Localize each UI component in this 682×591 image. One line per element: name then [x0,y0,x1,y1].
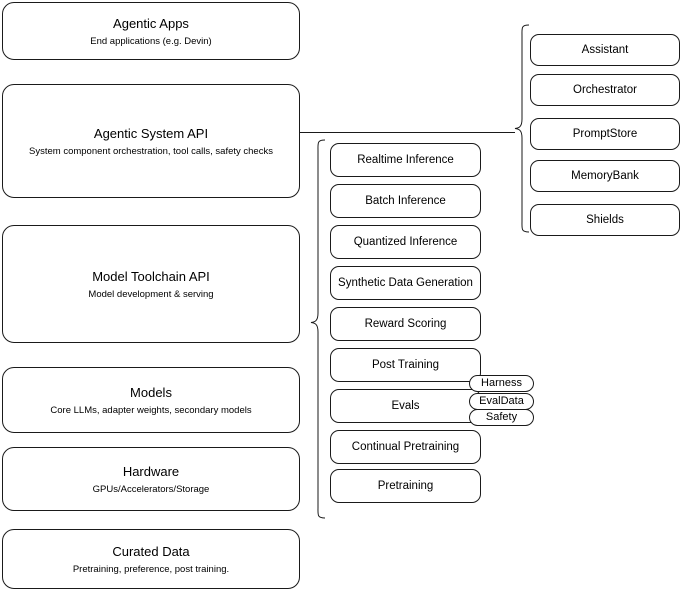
component-orchestrator[interactable]: Orchestrator [530,74,680,106]
component-label: Shields [586,214,624,226]
layer-title: Hardware [122,463,180,479]
layer-subtitle: GPUs/Accelerators/Storage [92,483,210,495]
layer-subtitle: Core LLMs, adapter weights, secondary mo… [50,404,252,416]
component-label: Post Training [371,359,440,371]
component-reward-scoring[interactable]: Reward Scoring [330,307,481,341]
badge-harness[interactable]: Harness [469,375,534,392]
component-label: MemoryBank [571,170,639,182]
component-label: Synthetic Data Generation [338,277,473,289]
layer-title: Curated Data [112,543,190,559]
layer-subtitle: Pretraining, preference, post training. [72,563,230,575]
component-memorybank[interactable]: MemoryBank [530,160,680,192]
badge-safety[interactable]: Safety [469,409,534,426]
connector-agentic-system-api [300,132,515,133]
component-evals[interactable]: Evals [330,389,481,423]
component-label: Continual Pretraining [351,441,460,453]
layer-subtitle: End applications (e.g. Devin) [90,35,212,47]
component-continual-pretraining[interactable]: Continual Pretraining [330,430,481,464]
brace-toolchain-components [310,139,326,519]
layer-agentic-system-api[interactable]: Agentic System API System component orch… [2,84,300,198]
layer-subtitle: System component orchestration, tool cal… [29,145,273,157]
component-label: Quantized Inference [353,236,458,248]
layer-model-toolchain-api[interactable]: Model Toolchain API Model development & … [2,225,300,343]
component-quantized-inference[interactable]: Quantized Inference [330,225,481,259]
component-post-training[interactable]: Post Training [330,348,481,382]
component-label: Pretraining [377,480,434,492]
component-pretraining[interactable]: Pretraining [330,469,481,503]
component-label: PromptStore [572,128,638,140]
badge-evaldata[interactable]: EvalData [469,393,534,410]
component-batch-inference[interactable]: Batch Inference [330,184,481,218]
layer-subtitle: Model development & serving [88,288,214,300]
layer-models[interactable]: Models Core LLMs, adapter weights, secon… [2,367,300,433]
component-label: Reward Scoring [364,318,447,330]
layer-title: Agentic System API [93,125,209,141]
badge-label: EvalData [479,395,524,407]
component-label: Assistant [581,44,629,56]
component-shields[interactable]: Shields [530,204,680,236]
component-synthetic-data-generation[interactable]: Synthetic Data Generation [330,266,481,300]
component-label: Orchestrator [573,84,637,96]
brace-agentic-components [514,24,530,233]
badge-label: Safety [485,411,518,423]
layer-agentic-apps[interactable]: Agentic Apps End applications (e.g. Devi… [2,2,300,60]
component-label: Realtime Inference [357,154,454,166]
badge-label: Harness [481,377,522,389]
layer-title: Agentic Apps [113,15,189,31]
layer-title: Models [130,384,172,400]
component-realtime-inference[interactable]: Realtime Inference [330,143,481,177]
component-promptstore[interactable]: PromptStore [530,118,680,150]
layer-curated-data[interactable]: Curated Data Pretraining, preference, po… [2,529,300,589]
component-label: Batch Inference [365,195,446,207]
component-label: Evals [391,400,420,412]
component-assistant[interactable]: Assistant [530,34,680,66]
layer-hardware[interactable]: Hardware GPUs/Accelerators/Storage [2,447,300,511]
layer-title: Model Toolchain API [92,268,210,284]
